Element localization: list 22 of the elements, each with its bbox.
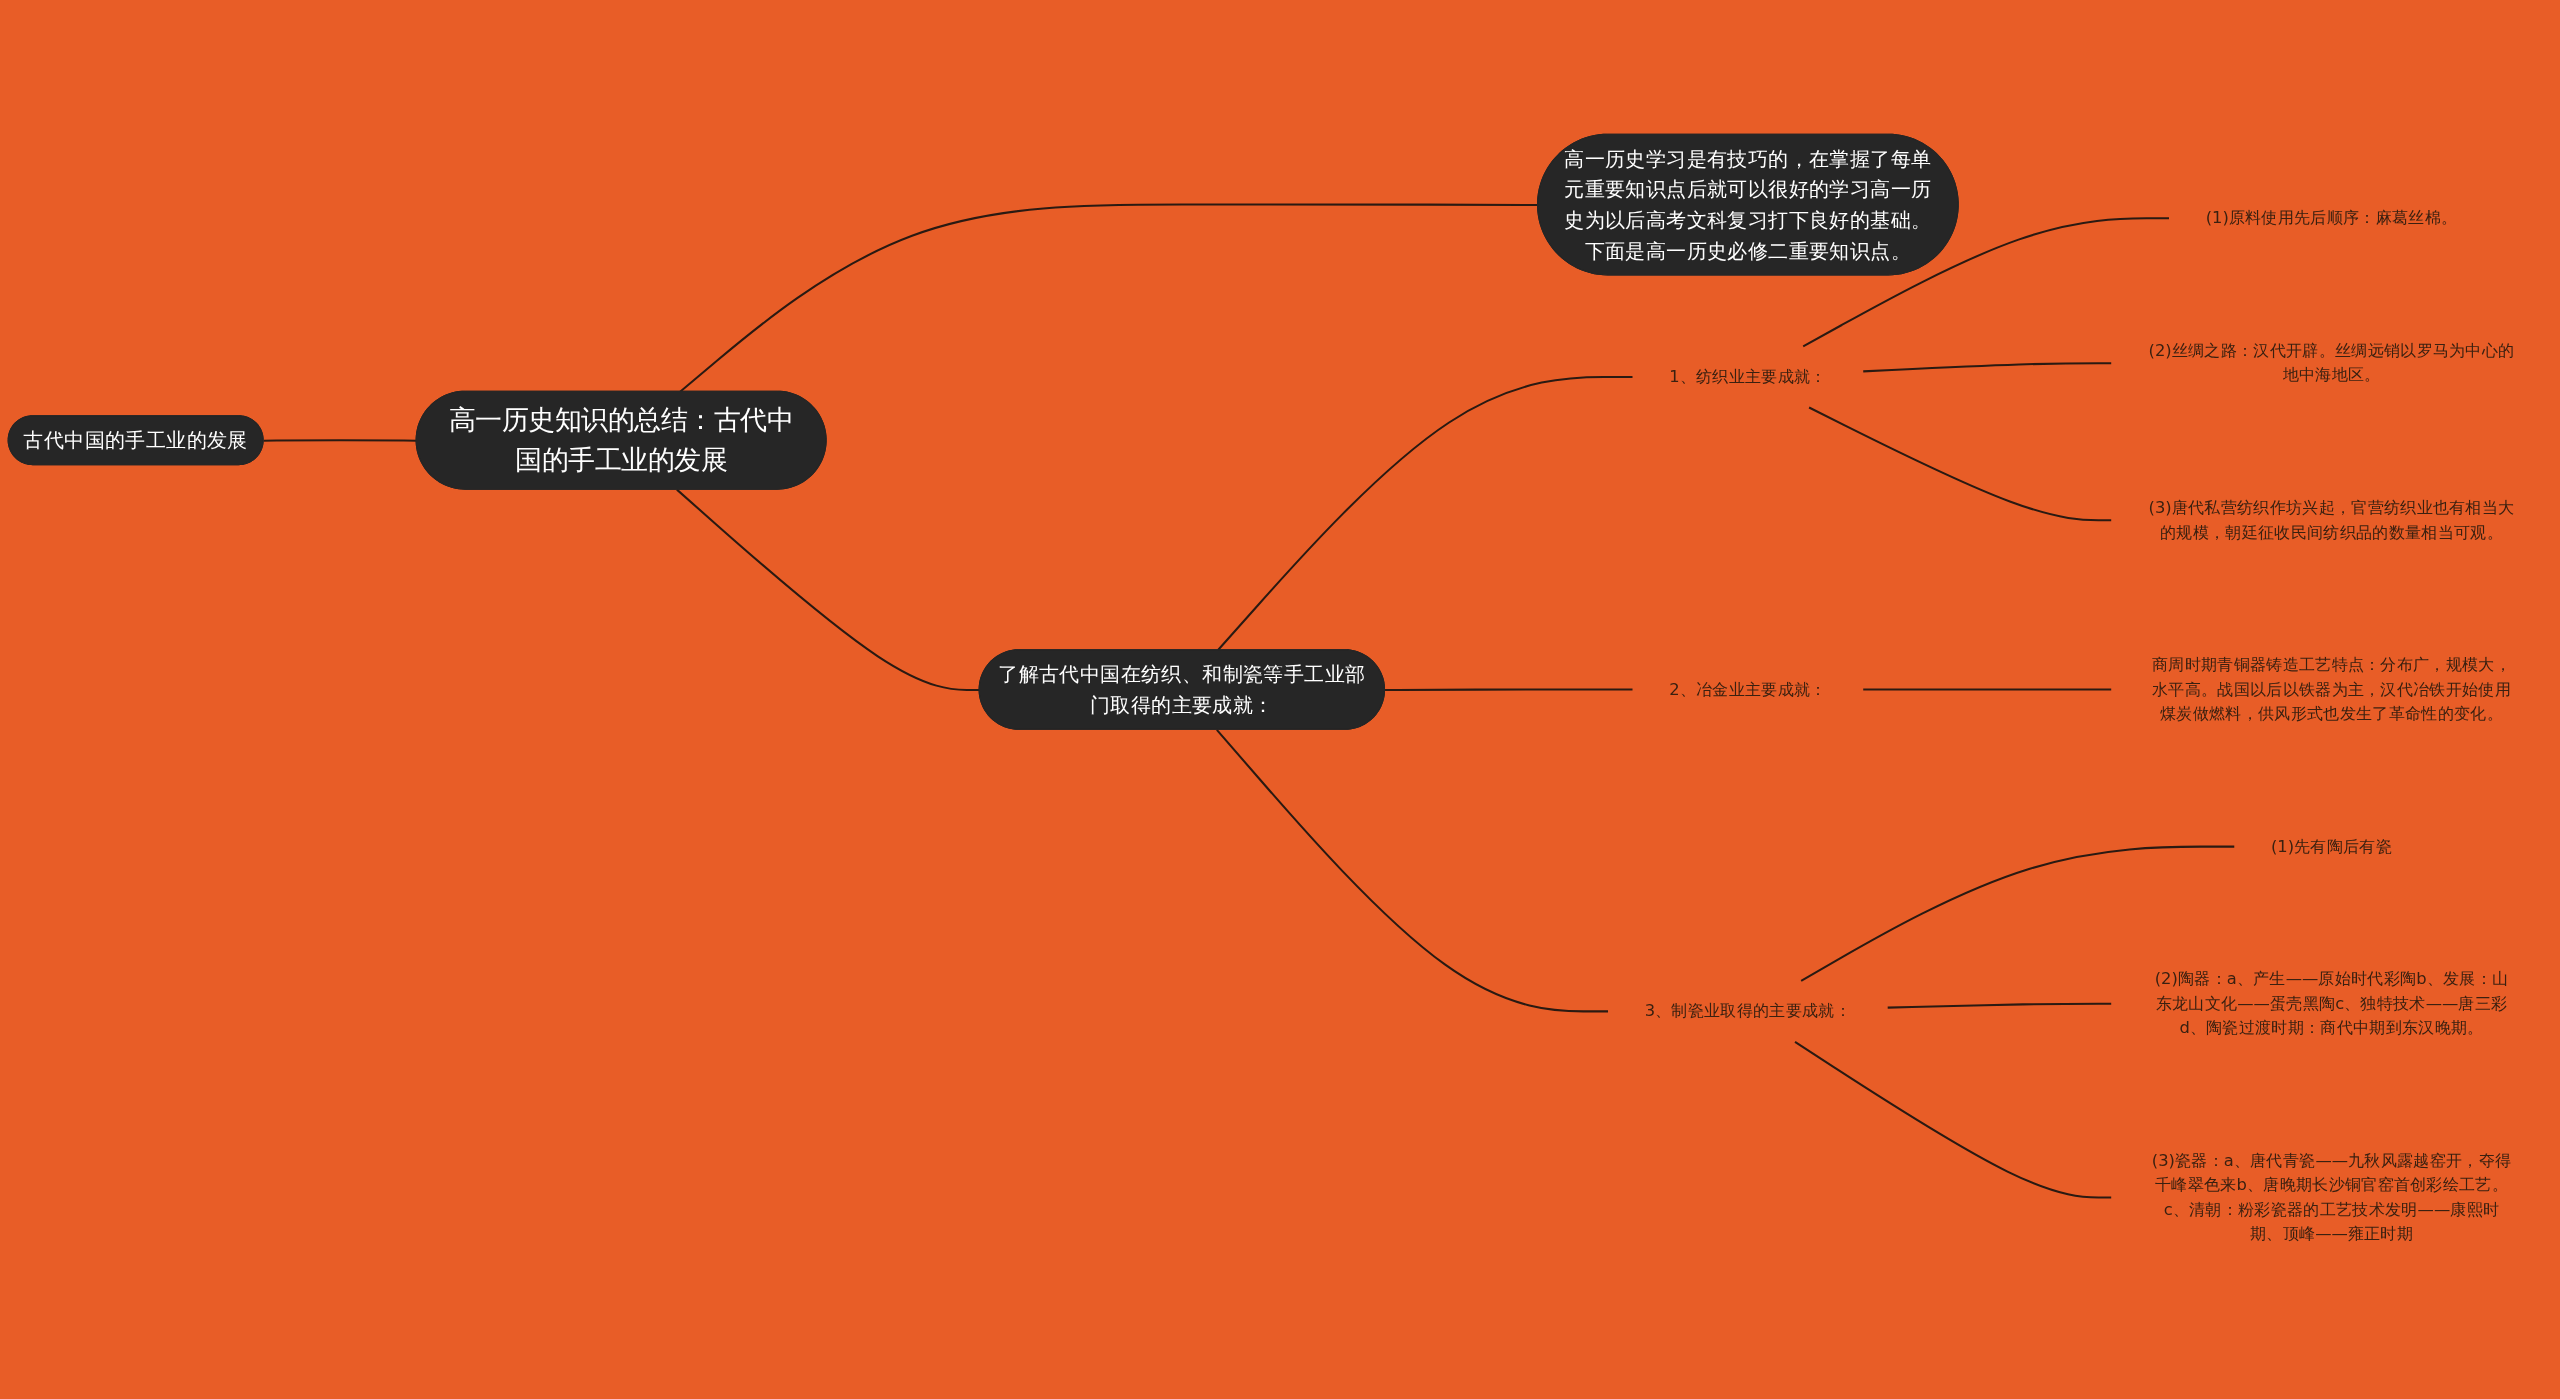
- node-text: 1、纺织业主要成就：: [1669, 366, 1827, 387]
- connector: [1887, 1002, 2112, 1009]
- connector: [1808, 406, 2112, 522]
- node-text: 3、制瓷业取得的主要成就：: [1644, 1001, 1851, 1021]
- connector: [1800, 845, 2235, 982]
- connector: [263, 439, 417, 442]
- connector: [1863, 362, 2112, 373]
- connector: [1794, 1041, 2112, 1199]
- node-text: (3)唐代私营纺织作坊兴起，官营纺织业也有相当大的规模，朝廷征收民间纺织品的数量相当可观。: [2148, 497, 2515, 542]
- node-text: (3)瓷器：a、唐代青瓷——九秋风露越窑开，夺得千峰翠色来b、唐晚期长沙铜官窑首创彩绘工艺。c、清朝：粉彩瓷器的工艺技术发明——康熙时期、顶峰——雍正时期: [2151, 1150, 2512, 1244]
- node-text: 商周时期青铜器铸造工艺特点：分布广，规模大，水平高。战国以后以铁器为主，汉代冶铁开始使用煤炭做燃料，供风形式也发生了革命性的变化。: [2152, 654, 2512, 724]
- connector: [1216, 729, 1609, 1013]
- node-text: (2)陶器：a、产生——原始时代彩陶b、发展：山东龙山文化——蛋壳黑陶c、独特技术——唐三彩d、陶瓷过渡时期：商代中期到东汉晚期。: [2154, 969, 2509, 1038]
- connector: [676, 488, 980, 692]
- connector: [1217, 375, 1633, 651]
- node-text: (1)先有陶后有瓷: [2271, 836, 2393, 856]
- connector: [1863, 688, 2112, 691]
- node-text: (1)原料使用先后顺序：麻葛丝棉。: [2205, 208, 2458, 228]
- node-text: 2、冶金业主要成就：: [1669, 679, 1827, 699]
- node-text: (2)丝绸之路：汉代开辟。丝绸远销以罗马为中心的地中海地区。: [2148, 340, 2515, 385]
- connector: [1385, 688, 1633, 692]
- connector: [1802, 217, 2169, 348]
